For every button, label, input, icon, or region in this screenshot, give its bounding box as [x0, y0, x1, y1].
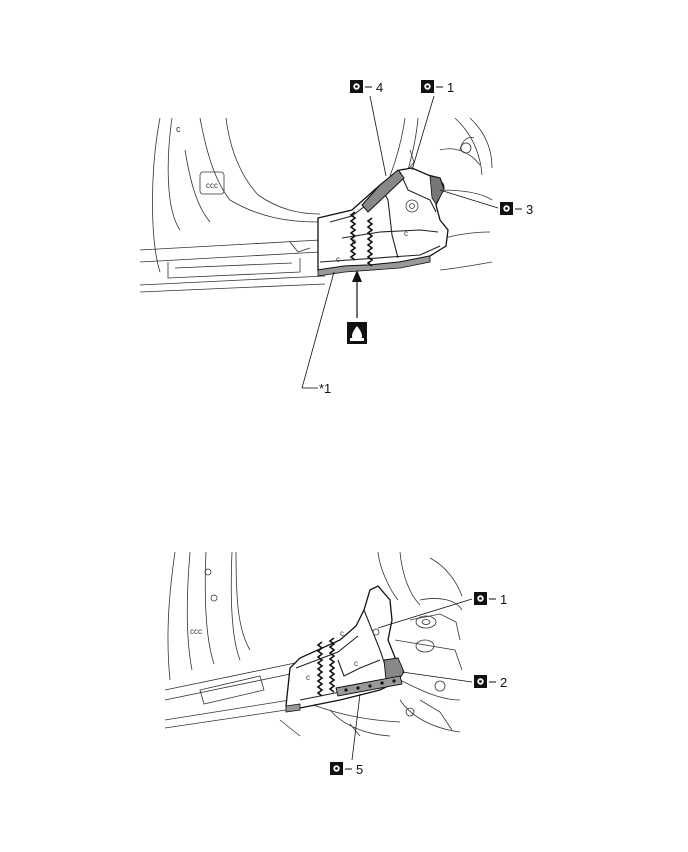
- callout-top-1: 1: [411, 80, 454, 171]
- callout-label: 3: [526, 202, 533, 217]
- callout-bottom-2: 2: [401, 671, 507, 690]
- callout-label: 4: [376, 80, 383, 95]
- sealer-icon: [347, 322, 367, 344]
- svg-text:ccc: ccc: [206, 181, 218, 190]
- callout-top-4: 4: [350, 80, 387, 177]
- leader-line: [411, 95, 435, 171]
- top-weld-seams: [349, 211, 374, 267]
- callout-top-3: 3: [439, 189, 533, 217]
- sealer-arrow: [352, 270, 362, 318]
- svg-text:c: c: [306, 673, 310, 682]
- callout-bottom-1: 1: [377, 592, 507, 629]
- bottom-weld-seams: [316, 637, 336, 697]
- callout-label: 5: [356, 762, 363, 777]
- top-body-outline: ccc c: [139, 117, 493, 293]
- callout-label: 1: [447, 80, 454, 95]
- svg-text:c: c: [340, 629, 344, 638]
- svg-text:c: c: [404, 229, 408, 238]
- svg-text:ccc: ccc: [190, 627, 202, 636]
- callout-label: 2: [500, 675, 507, 690]
- leader-line: [401, 671, 473, 683]
- leader-line: [439, 189, 499, 209]
- bottom-rocker-reinforcement-part: c c c: [285, 585, 405, 713]
- top-rocker-reinforcement-part: c c c: [317, 167, 449, 277]
- callout-bottom-5: 5: [330, 693, 363, 777]
- svg-text:c: c: [354, 659, 358, 668]
- bottom-body-outline: c c c: [164, 551, 463, 737]
- leader-line: [369, 95, 387, 177]
- callout-label: 1: [500, 592, 507, 607]
- svg-text:c: c: [336, 255, 340, 264]
- reference-marker: *1: [301, 271, 335, 396]
- reference-label: *1: [319, 381, 331, 396]
- svg-text:c: c: [176, 124, 181, 134]
- leader-line: [377, 598, 473, 629]
- leader-line: [351, 693, 361, 761]
